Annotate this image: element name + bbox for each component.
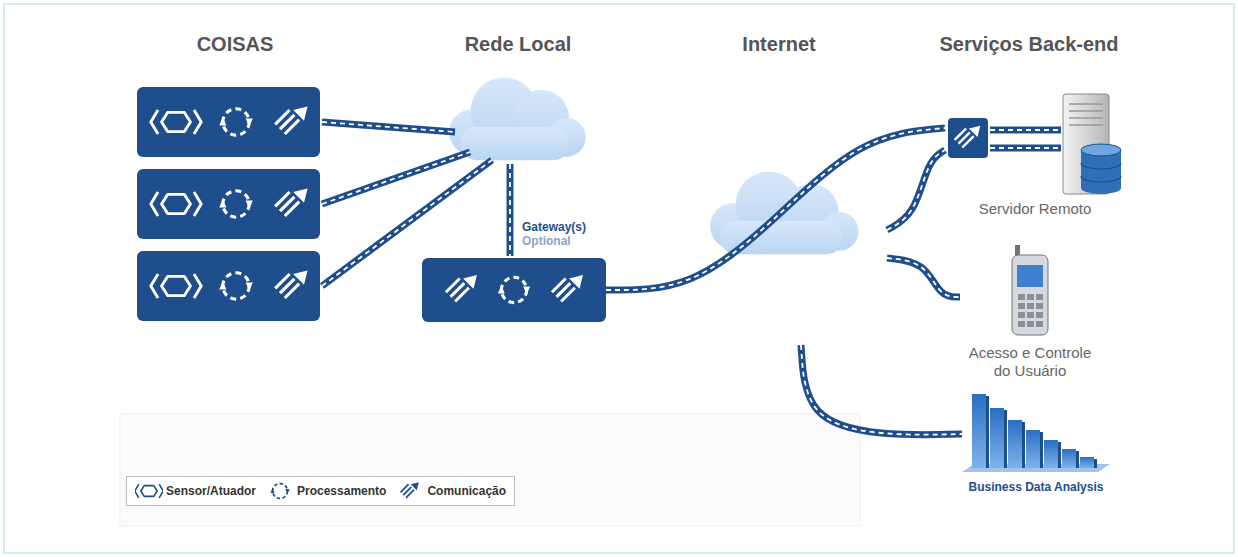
server-slot	[1069, 110, 1103, 112]
communication-stripes	[955, 129, 974, 148]
chart-bar-side	[1076, 451, 1079, 468]
phone-key	[1018, 303, 1025, 309]
phone-key	[1027, 303, 1034, 309]
process-icon	[498, 277, 530, 302]
chart-bar	[1008, 420, 1022, 468]
legend-box: Sensor/Atuador Processamento Comunicação	[126, 476, 515, 506]
column-heading: Internet	[671, 32, 887, 56]
phone-key	[1018, 321, 1025, 327]
gateway-note: Optional	[522, 234, 606, 248]
communication-arrow	[411, 482, 419, 490]
node-label: Acesso e Controle do Usuário	[960, 344, 1100, 380]
communication-stripes	[401, 484, 415, 498]
communication-icon	[446, 275, 477, 301]
database-bands	[1081, 163, 1121, 182]
phone-key	[1036, 312, 1043, 318]
tube-dashes	[990, 129, 1061, 131]
phone-key	[1036, 321, 1043, 327]
legend-icon	[135, 480, 163, 502]
node-label: Servidor Remoto	[945, 200, 1125, 218]
process-icon	[270, 484, 289, 499]
communication-arrow	[569, 275, 583, 289]
sensor-hexagon	[141, 486, 157, 497]
legend-entry: Processamento	[266, 480, 386, 502]
column-heading: Serviços Back-end	[920, 32, 1138, 56]
process-arrows	[498, 285, 530, 294]
phone-screen	[1017, 265, 1043, 287]
node-illustration	[422, 258, 606, 322]
node-illustration	[945, 92, 1125, 218]
legend-icon	[396, 480, 424, 502]
phone-body	[1012, 255, 1048, 335]
analytics-node: Business Data Analysis	[962, 392, 1110, 495]
column-panel: COISAS	[120, 68, 350, 345]
chart-bar	[1062, 449, 1076, 468]
chart-bar-side	[1022, 422, 1025, 468]
server-slot	[1069, 103, 1103, 105]
chart-bar-side	[986, 396, 989, 468]
legend-label: Comunicação	[427, 484, 506, 498]
page-frame	[4, 4, 1234, 553]
phone-key	[1027, 312, 1034, 318]
phone-key	[1036, 294, 1043, 300]
chart-bar	[1080, 457, 1094, 468]
gateway-label: Gateway(s)	[522, 220, 606, 234]
database-top	[1081, 144, 1121, 156]
chart-bar-side	[1058, 442, 1061, 468]
server-slot	[1069, 117, 1103, 119]
communication-stripes	[552, 279, 575, 302]
chart-bar	[1026, 430, 1040, 468]
communication-arrow	[463, 275, 477, 289]
phone-icon	[1012, 245, 1048, 335]
chart-bar	[1044, 440, 1058, 468]
column-heading: Rede Local	[403, 32, 633, 56]
chart-bar-side	[1040, 432, 1043, 468]
communication-icon	[955, 126, 981, 148]
tube-dashes	[990, 147, 1061, 149]
communication-box	[948, 118, 988, 158]
server-slot	[1069, 124, 1103, 126]
process-ring	[273, 484, 288, 499]
server-link	[990, 130, 1061, 131]
user-access-node: Acesso e Controle do Usuário	[960, 252, 1100, 380]
process-ring	[501, 277, 526, 302]
phone-key	[1027, 294, 1034, 300]
process-arrows	[270, 488, 289, 493]
tube-outline	[990, 145, 1061, 152]
legend-label: Processamento	[297, 484, 386, 498]
phone-key	[1018, 312, 1025, 318]
gateway-box: Gateway(s)Optional	[422, 258, 606, 322]
legend-entry: Sensor/Atuador	[135, 480, 256, 502]
communication-arrow	[969, 126, 980, 137]
server-node: Servidor Remoto	[945, 92, 1125, 218]
server-link	[990, 148, 1061, 149]
communication-icon	[552, 275, 583, 301]
column-panel: Rede LocalGateway(s)Optional	[403, 68, 633, 345]
chart-bar-side	[1094, 459, 1097, 468]
node-illustration	[962, 392, 1110, 495]
communication-icon	[401, 482, 419, 498]
column-panel: Serviços Back-endServidor RemotoAcesso e…	[920, 68, 1138, 510]
node-label: Business Data Analysis	[962, 480, 1110, 495]
column-panel: Internet	[671, 68, 887, 345]
chart-bar	[990, 408, 1004, 468]
chart-bar-side	[1004, 410, 1007, 468]
legend-ground	[120, 414, 860, 526]
chart-bar	[972, 394, 986, 468]
sensor-icon	[135, 484, 163, 498]
column-heading: COISAS	[120, 32, 350, 56]
phone-key	[1027, 321, 1034, 327]
legend-label: Sensor/Atuador	[166, 484, 256, 498]
tube-outline	[990, 127, 1061, 134]
database-bottom	[1081, 182, 1121, 194]
phone-key	[1036, 303, 1043, 309]
communication-stripes	[446, 279, 469, 302]
legend-icon	[266, 480, 294, 502]
legend-entry: Comunicação	[396, 480, 506, 502]
sensor-chevrons	[135, 484, 163, 498]
phone-key	[1018, 294, 1025, 300]
